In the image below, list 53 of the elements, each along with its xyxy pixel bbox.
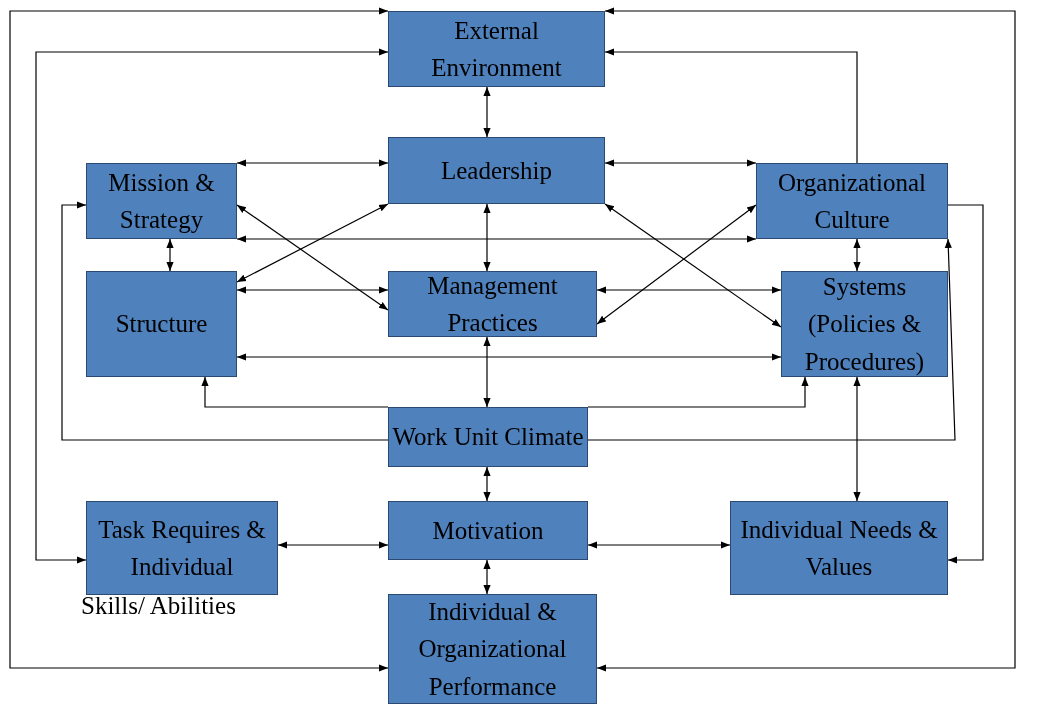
- arrow: [483, 336, 491, 408]
- box-caption: Skills/ Abilities: [81, 592, 236, 620]
- process-box: [388, 407, 588, 467]
- arrow: [947, 204, 984, 564]
- arrow: [587, 238, 956, 441]
- arrow: [35, 48, 389, 564]
- process-box: [388, 271, 597, 337]
- arrow: [596, 7, 1016, 672]
- process-box: [86, 271, 237, 377]
- arrow: [483, 86, 491, 138]
- arrow: [277, 541, 389, 549]
- arrow: [483, 559, 491, 595]
- arrow: [604, 159, 757, 167]
- box-label: Management Practices: [426, 270, 559, 338]
- process-box: [388, 501, 588, 560]
- arrow: [236, 159, 389, 167]
- process-box: [388, 137, 605, 204]
- arrow: [201, 376, 389, 408]
- arrow: [596, 204, 757, 325]
- arrow: [604, 203, 782, 328]
- arrow: [236, 235, 757, 243]
- arrow: [236, 204, 389, 311]
- process-box: [730, 501, 948, 595]
- box-label: Systems (Policies & Procedures): [803, 271, 926, 377]
- arrow: [61, 201, 389, 441]
- process-box: [388, 11, 605, 87]
- box-label: Task Requires & Individual: [97, 514, 267, 582]
- arrow: [853, 238, 861, 272]
- arrow: [483, 466, 491, 502]
- box-label: External Environment: [430, 15, 563, 83]
- arrow: [166, 238, 174, 272]
- process-box: [781, 271, 948, 377]
- arrow: [483, 203, 491, 272]
- arrow: [587, 541, 731, 549]
- box-label: Individual Needs & Values: [739, 514, 939, 582]
- box-label: Organizational Culture: [776, 167, 928, 235]
- box-label: Work Unit Climate: [392, 422, 584, 453]
- arrow: [9, 7, 389, 672]
- arrow: [236, 203, 389, 283]
- process-box: [756, 163, 948, 239]
- box-label: Individual & Organizational Performance: [417, 596, 568, 702]
- box-label: Structure: [115, 309, 208, 340]
- process-box: [388, 594, 597, 704]
- box-label: Motivation: [432, 515, 544, 546]
- arrow: [587, 376, 809, 408]
- box-label: Mission & Strategy: [107, 167, 216, 235]
- arrow: [236, 353, 782, 361]
- box-label: Leadership: [440, 155, 553, 186]
- arrow: [236, 286, 389, 294]
- arrow: [604, 48, 858, 164]
- process-box: [86, 163, 237, 239]
- arrow: [853, 376, 861, 502]
- arrow: [596, 286, 782, 294]
